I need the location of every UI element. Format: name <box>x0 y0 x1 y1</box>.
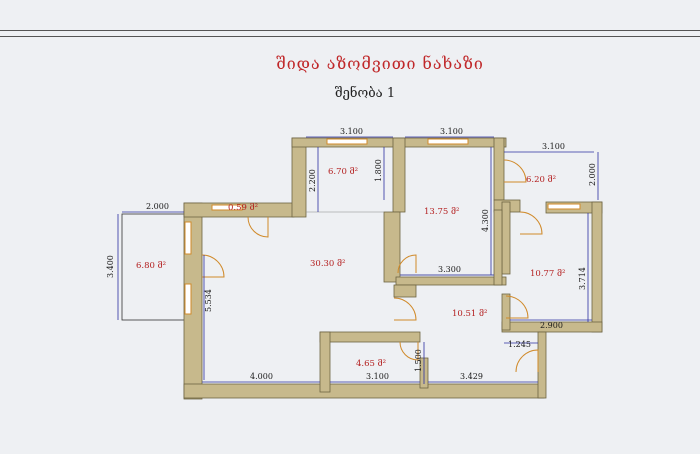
area-balcony: 6.80 მ² <box>136 260 166 271</box>
header-rule-bottom <box>0 36 700 37</box>
wall-bottom <box>183 383 545 399</box>
window-bedroom <box>427 138 469 145</box>
window-balcony-1 <box>184 221 192 255</box>
windows <box>184 138 581 315</box>
dim-top-right: 3.100 <box>542 142 565 151</box>
area-hall: 10.51 მ² <box>452 308 487 319</box>
dim-balcony-h: 3.400 <box>106 255 115 278</box>
dim-top-left: 3.100 <box>340 127 363 136</box>
door-hall-right <box>505 295 529 319</box>
building-label: შენობა 1 <box>334 86 396 101</box>
dim-step: 1.245 <box>508 340 531 349</box>
dim-bedroom-h: 4.300 <box>481 209 490 232</box>
dim-bottom-right: 3.429 <box>460 372 483 381</box>
dimension-labels: 3.100 3.100 3.100 2.000 3.400 2.200 1.80… <box>106 127 597 381</box>
door-wc <box>503 159 527 183</box>
doors <box>201 159 543 373</box>
wall-bath-top <box>319 331 421 343</box>
dim-upper-h2: 1.800 <box>374 159 383 182</box>
window-kitchen <box>326 138 368 145</box>
room-area-labels: 6.80 მ² 0.59 მ² 6.70 მ² 30.30 მ² 13.75 მ… <box>136 166 565 369</box>
door-closet <box>247 216 269 238</box>
wall-bedroom-right <box>493 209 503 286</box>
wall-bedroom-bottom <box>395 276 507 286</box>
dimension-lines <box>117 136 599 384</box>
wall-center-column <box>383 211 401 283</box>
area-closet: 0.59 მ² <box>228 202 258 213</box>
area-room-right: 10.77 მ² <box>530 268 565 279</box>
wall-bath-left <box>319 331 331 393</box>
dim-bath-h: 1.500 <box>414 349 423 372</box>
window-closet <box>211 204 243 211</box>
dim-top-mid: 3.100 <box>440 127 463 136</box>
dim-bath-w: 2.900 <box>540 321 563 330</box>
area-living: 30.30 მ² <box>310 258 345 269</box>
dim-bottom-left: 4.000 <box>250 372 273 381</box>
wall-room-right-left-lower <box>501 293 511 331</box>
walls <box>183 137 603 400</box>
dim-corridor: 3.300 <box>438 265 461 274</box>
wall-step-right <box>537 331 547 399</box>
dim-balcony-w: 2.000 <box>146 202 169 211</box>
wall-stub-hall <box>393 284 417 298</box>
door-balcony <box>201 254 225 278</box>
area-wc: 6.20 მ² <box>526 174 556 185</box>
wall-room-right-left <box>501 201 511 275</box>
dim-bottom-mid: 3.100 <box>366 372 389 381</box>
wall-wc-left <box>493 137 505 201</box>
window-right-room <box>547 203 581 210</box>
dim-right-top: 2.000 <box>588 163 597 186</box>
wall-upper-left <box>291 137 307 218</box>
dim-left-wall: 5.534 <box>204 289 213 312</box>
door-room-right <box>519 211 543 235</box>
window-balcony-2 <box>184 283 192 315</box>
area-kitchen: 6.70 მ² <box>328 166 358 177</box>
door-bath <box>399 341 419 361</box>
area-bedroom: 13.75 მ² <box>424 206 459 217</box>
wall-upper-divider <box>392 137 406 213</box>
door-bedroom <box>397 254 417 274</box>
area-bath: 4.65 მ² <box>356 358 386 369</box>
wall-right <box>591 201 603 333</box>
door-entrance <box>515 349 539 373</box>
door-hall <box>393 297 417 321</box>
header-rule-top <box>0 30 700 31</box>
plan-title: შიდა აზომვითი ნახაზი <box>276 54 484 73</box>
dim-upper-h: 2.200 <box>308 169 317 192</box>
dim-right-room-h: 3.714 <box>578 267 587 290</box>
